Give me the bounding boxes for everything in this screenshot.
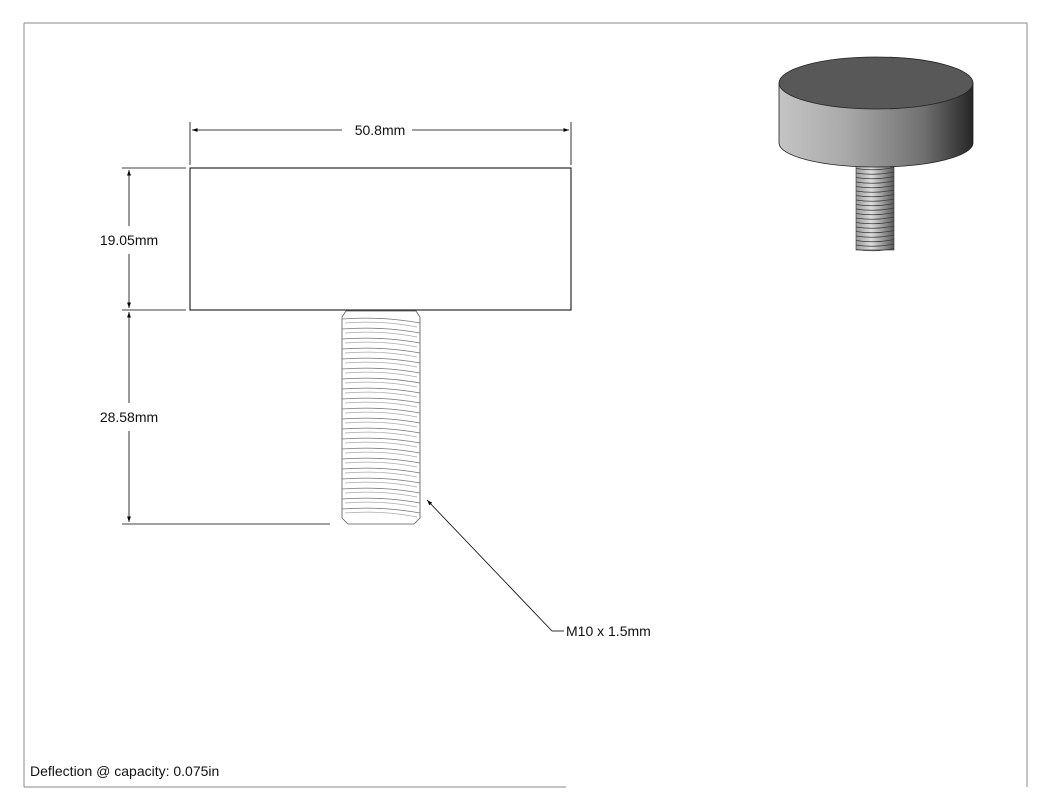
thread-root-line	[344, 341, 418, 348]
thread-root-line	[344, 461, 418, 468]
head-height-dimension-label: 19.05mm	[100, 232, 158, 248]
thread-root-line	[344, 401, 418, 408]
thread-crest-line	[341, 487, 421, 494]
isometric-thread-line	[855, 171, 895, 175]
thread-crest-line	[341, 327, 421, 334]
head-height-dimension	[122, 167, 186, 311]
thread-root-line	[344, 411, 418, 418]
threaded-stud	[341, 310, 421, 525]
thread-crest-line	[341, 357, 421, 364]
thread-root-line	[344, 451, 418, 458]
isometric-thread-line	[855, 234, 895, 238]
width-dimension	[189, 122, 572, 165]
isometric-thread-line	[855, 248, 895, 252]
isometric-thread-line	[855, 176, 895, 180]
thread-crest-line	[341, 317, 421, 324]
thread-crest-line	[341, 407, 421, 414]
isometric-thread-line	[855, 198, 895, 202]
thread-root-line	[344, 321, 418, 328]
thread-callout-label: M10 x 1.5mm	[566, 623, 651, 639]
thread-length-dimension	[122, 312, 330, 525]
isometric-thread-line	[855, 207, 895, 211]
thread-crest-line	[341, 457, 421, 464]
thread-crest-line	[341, 467, 421, 474]
isometric-thread-line	[855, 243, 895, 247]
thread-crest-line	[341, 377, 421, 384]
thread-root-line	[344, 431, 418, 438]
thread-crest-line	[341, 507, 421, 514]
thread-root-line	[344, 331, 418, 338]
isometric-thread-line	[855, 185, 895, 189]
thread-root-line	[344, 371, 418, 378]
thread-root-line	[344, 481, 418, 488]
thread-crest-line	[341, 367, 421, 374]
thread-root-line	[344, 351, 418, 358]
thread-root-line	[344, 441, 418, 448]
isometric-thread-line	[855, 216, 895, 220]
isometric-stud	[855, 159, 895, 252]
deflection-note: Deflection @ capacity: 0.075in	[30, 763, 219, 779]
thread-root-line	[344, 471, 418, 478]
thread-root-line	[344, 491, 418, 498]
isometric-thread-line	[855, 167, 895, 171]
isometric-thread-line	[855, 194, 895, 198]
isometric-thread-line	[855, 203, 895, 207]
thread-root-line	[344, 361, 418, 368]
thread-crest-line	[341, 417, 421, 424]
isometric-thread-line	[855, 212, 895, 216]
width-dimension-label: 50.8mm	[355, 122, 406, 138]
thread-crest-line	[341, 437, 421, 444]
thread-crest-line	[341, 347, 421, 354]
thread-root-line	[344, 391, 418, 398]
thread-crest-line	[341, 337, 421, 344]
head-outline	[189, 167, 572, 311]
thread-crest-line	[341, 497, 421, 504]
thread-crest-line	[341, 397, 421, 404]
isometric-thread-line	[855, 189, 895, 193]
stud-outline	[341, 310, 421, 525]
thread-root-line	[344, 421, 418, 428]
isometric-view	[778, 56, 974, 252]
isometric-thread-line	[855, 230, 895, 234]
isometric-thread-line	[855, 225, 895, 229]
thread-root-line	[344, 511, 418, 518]
thread-root-line	[344, 501, 418, 508]
thread-length-dimension-label: 28.58mm	[100, 409, 158, 425]
thread-root-line	[344, 381, 418, 388]
thread-crest-line	[341, 447, 421, 454]
isometric-thread-line	[855, 221, 895, 225]
isometric-thread-line	[855, 239, 895, 243]
thread-crest-line	[341, 477, 421, 484]
thread-callout-leader	[426, 499, 564, 632]
thread-crest-line	[341, 427, 421, 434]
thread-crest-line	[341, 387, 421, 394]
sheet-border	[23, 22, 1028, 788]
isometric-head-top	[778, 56, 974, 110]
isometric-thread-line	[855, 180, 895, 184]
